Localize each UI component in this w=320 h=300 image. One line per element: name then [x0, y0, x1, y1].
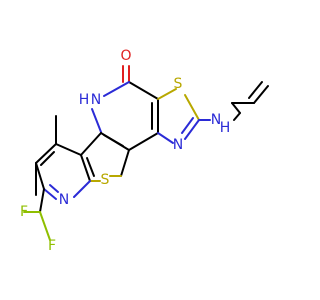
allyl-bond [253, 85, 269, 104]
amide-n-ring-bond [91, 108, 102, 133]
thiophene-bond [80, 132, 102, 156]
allyl-bond [233, 112, 241, 121]
ring-bond [128, 132, 159, 151]
thiazole-s-label: S [174, 76, 183, 92]
pyridine-bond [35, 162, 45, 190]
fluorine-bottom-label: F [48, 238, 56, 254]
atom-labels: O H N S N N H S N F F [20, 48, 230, 254]
thiazole-bond-double [181, 117, 194, 134]
pyridine-bond [73, 180, 91, 198]
thiazole-bond [184, 119, 200, 140]
amine-h-label: H [220, 120, 231, 136]
allyl-bond [231, 102, 241, 114]
bonds [23, 65, 269, 241]
thiophene-s-label: S [101, 172, 110, 188]
fluorine-top-label: F [20, 204, 28, 220]
amine-n-label: N [211, 112, 221, 128]
allyl-bond-double [248, 81, 263, 99]
pyridine-bond-double [49, 184, 59, 193]
molecule-diagram: O H N S N N H S N F F [20, 48, 269, 254]
amide-n-bond [103, 81, 130, 97]
carbonyl-carbon-bond [128, 81, 159, 100]
cf2-bond [39, 188, 45, 213]
thiophene-bond-double [86, 157, 95, 177]
pyridine-bond [35, 143, 57, 164]
molecule-svg: O H N S N N H S N F F [20, 48, 269, 254]
thiazole-bond [157, 88, 177, 100]
thiophene-bond [80, 154, 91, 182]
amide-h-label: H [79, 92, 90, 108]
thiophene-bond [120, 149, 130, 177]
thiazole-n-label: N [173, 137, 183, 153]
pyridine-bond [43, 188, 57, 200]
pyridine-bond [55, 143, 82, 156]
thiazole-bond [157, 132, 174, 144]
pyridine-n-label: N [59, 192, 69, 208]
pyridine-bond-double [40, 151, 55, 166]
ring-bond [103, 134, 124, 147]
oxygen-label: O [120, 48, 131, 64]
fluorine-bond [39, 211, 51, 241]
amide-n-label: N [91, 92, 101, 108]
thiazole-bond [184, 94, 200, 121]
